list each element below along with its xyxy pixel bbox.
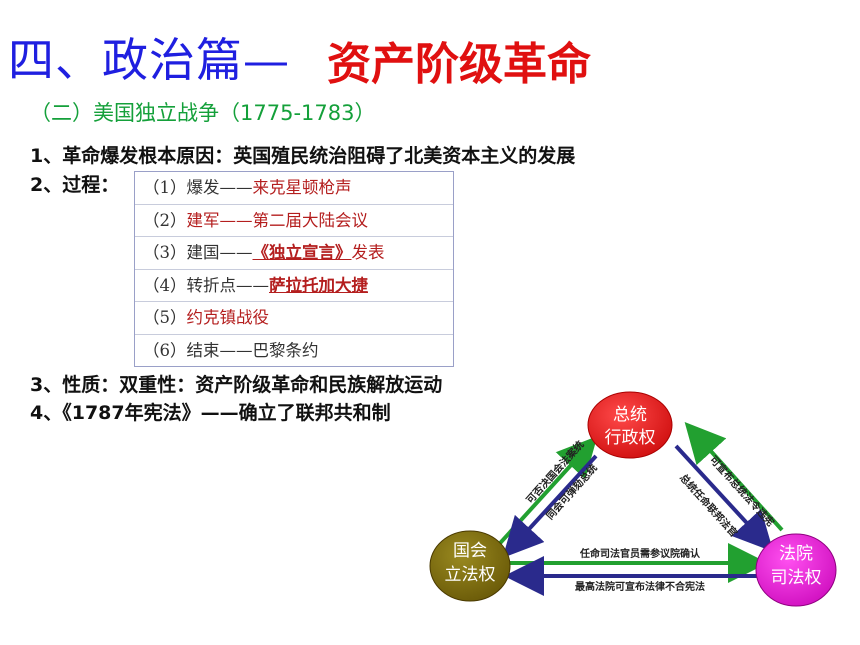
step-link[interactable]: 《独立宣言》 (252, 243, 352, 262)
step-prefix: （4）转折点—— (143, 275, 269, 295)
arrow-president-to-congress (502, 454, 598, 558)
step-text: 约克镇战役 (186, 308, 270, 327)
page-title: 四、政治篇— (8, 33, 290, 87)
point-1: 1、革命爆发根本原因：英国殖民统治阻碍了北美资本主义的发展 (30, 145, 576, 167)
step-row: （1）爆发——来克星顿枪声 (135, 172, 453, 205)
step-row: （5）约克镇战役 (135, 302, 453, 335)
step-prefix: （6）结束—— (143, 340, 253, 360)
section-heading: （二）美国独立战争（1775-1783） (30, 101, 376, 125)
step-row: （3）建国——《独立宣言》发表 (135, 237, 453, 270)
step-row: （4）转折点——萨拉托加大捷 (135, 270, 453, 302)
step-prefix: （5） (143, 308, 187, 327)
president-node: 总统 行政权 (587, 391, 673, 459)
point-4: 4、《1787年宪法》——确立了联邦共和制 (30, 402, 391, 424)
court-node: 法院 司法权 (755, 533, 837, 607)
node-label: 国会 (453, 541, 487, 561)
arrow-label: 任命司法官员需参议院确认 (579, 547, 701, 560)
point-3: 3、性质：双重性：资产阶级革命和民族解放运动 (30, 374, 443, 396)
node-label: 立法权 (445, 565, 496, 585)
node-label: 司法权 (771, 568, 822, 588)
step-row: （2）建军——第二届大陆会议 (135, 205, 453, 237)
step-suffix: 发表 (351, 243, 385, 262)
arrow-label: 最高法院可宣布法律不合宪法 (575, 580, 705, 593)
step-link[interactable]: 萨拉托加大捷 (269, 275, 368, 295)
node-label: 行政权 (605, 428, 656, 448)
step-prefix: （3）建国—— (143, 243, 253, 262)
step-text: 来克星顿枪声 (252, 178, 352, 197)
process-table: （1）爆发——来克星顿枪声 （2）建军——第二届大陆会议 （3）建国——《独立宣… (134, 171, 454, 367)
congress-node: 国会 立法权 (429, 530, 511, 602)
node-label: 法院 (779, 544, 813, 564)
arrow-president-to-court (674, 444, 774, 552)
step-prefix: （1）爆发—— (143, 178, 253, 197)
arrow-label: 可否决国会法案统 (523, 438, 586, 506)
point-2-label: 2、过程： (30, 174, 120, 196)
step-prefix: （2） (143, 210, 187, 230)
step-text: 巴黎条约 (252, 340, 319, 360)
page-subtitle: 资产阶级革命 (327, 39, 591, 90)
node-label: 总统 (613, 405, 647, 425)
step-row: （6）结束——巴黎条约 (135, 335, 453, 367)
arrow-congress-to-president (490, 436, 598, 554)
step-text: 建军——第二届大陆会议 (186, 210, 369, 230)
